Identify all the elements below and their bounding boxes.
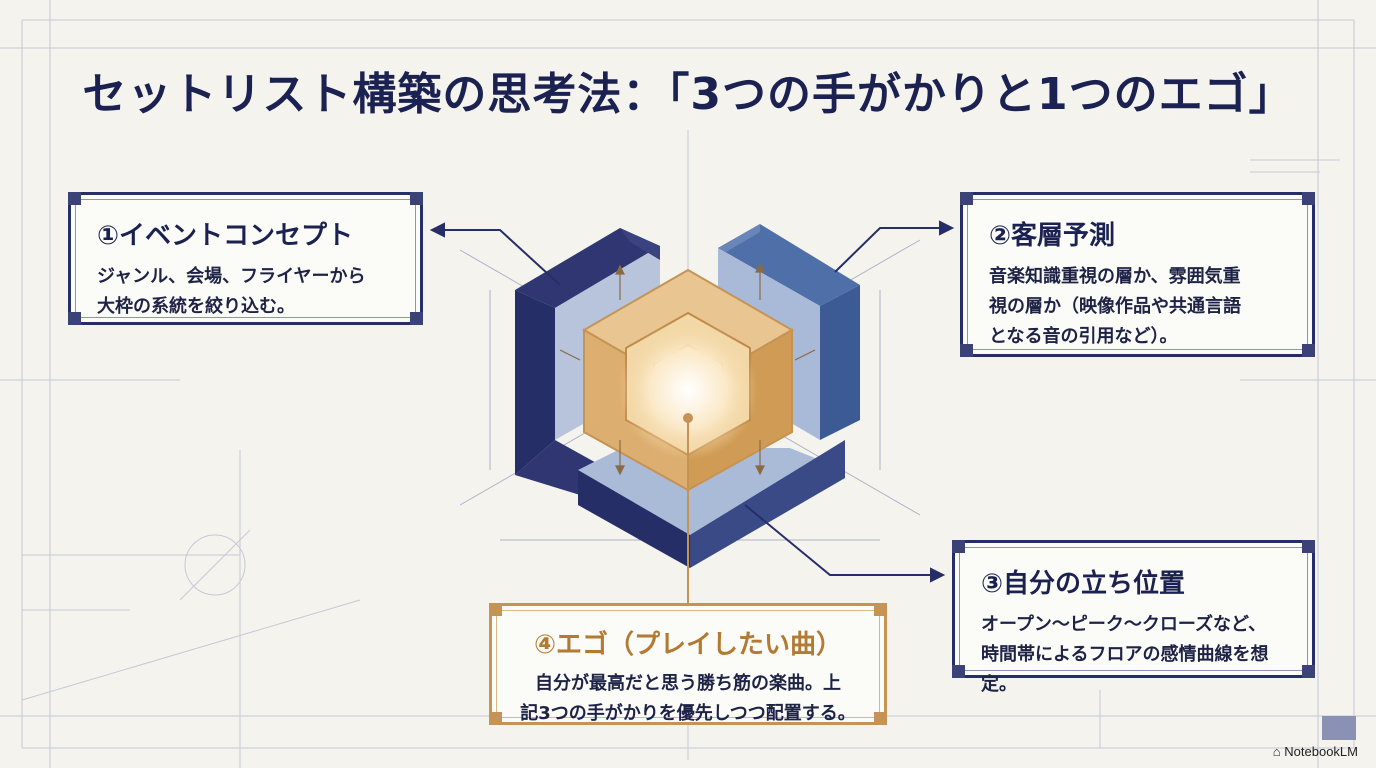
page-title: セットリスト構築の思考法：「3つの手がかりと1つのエゴ」 (82, 69, 1294, 120)
card-corner (960, 192, 973, 205)
brand-label: NotebookLM (1284, 744, 1358, 759)
card-text-line: ジャンル、会場、フライヤーから (97, 266, 366, 287)
card-text-line: オープン〜ピーク〜クローズなど、 (981, 614, 1267, 635)
card-corner (68, 192, 81, 205)
card-text-line: 大枠の系統を絞り込む。 (97, 296, 295, 317)
card-text-line: となる音の引用など）。 (989, 326, 1178, 347)
brand-watermark: ⌂ NotebookLM (1273, 744, 1358, 759)
card-text-line: 時間帯によるフロアの感情曲線を想定。 (981, 644, 1269, 695)
card-ego: ④エゴ（プレイしたい曲） 自分が最高だと思う勝ち筋の楽曲。上 記3つの手がかりを… (489, 603, 887, 725)
card-event-concept: ①イベントコンセプト ジャンル、会場、フライヤーから 大枠の系統を絞り込む。 (68, 192, 423, 325)
card-corner (1302, 344, 1315, 357)
card-text-line: 記3つの手がかりを優先しつつ配置する。 (520, 703, 856, 724)
notebooklm-icon: ⌂ (1272, 744, 1281, 759)
card-corner (489, 603, 502, 616)
card-corner (1302, 665, 1315, 678)
card-corner (489, 712, 502, 725)
card-corner (952, 540, 965, 553)
card-corner (952, 665, 965, 678)
card-corner (410, 312, 423, 325)
card-heading: ④エゴ（プレイしたい曲） (533, 630, 842, 660)
card-corner (68, 312, 81, 325)
ego-core-cube (581, 268, 795, 605)
card-corner (1302, 540, 1315, 553)
card-audience-prediction: ②客層予測 音楽知識重視の層か、雰囲気重 視の層か（映像作品や共通言語 となる音… (960, 192, 1315, 357)
card-text-line: 視の層か（映像作品や共通言語 (989, 296, 1241, 317)
card-heading: ①イベントコンセプト (97, 221, 354, 251)
card-heading: ③自分の立ち位置 (981, 569, 1186, 599)
card-corner (960, 344, 973, 357)
card-heading: ②客層予測 (989, 221, 1116, 251)
card-own-position: ③自分の立ち位置 オープン〜ピーク〜クローズなど、 時間帯によるフロアの感情曲線… (952, 540, 1315, 695)
card-corner (874, 603, 887, 616)
card-corner (874, 712, 887, 725)
position-bracket (578, 440, 845, 568)
corner-badge (1322, 716, 1356, 740)
card-text-line: 音楽知識重視の層か、雰囲気重 (989, 266, 1241, 287)
card-corner (1302, 192, 1315, 205)
card-text-line: 自分が最高だと思う勝ち筋の楽曲。上 (535, 673, 841, 694)
card-corner (410, 192, 423, 205)
